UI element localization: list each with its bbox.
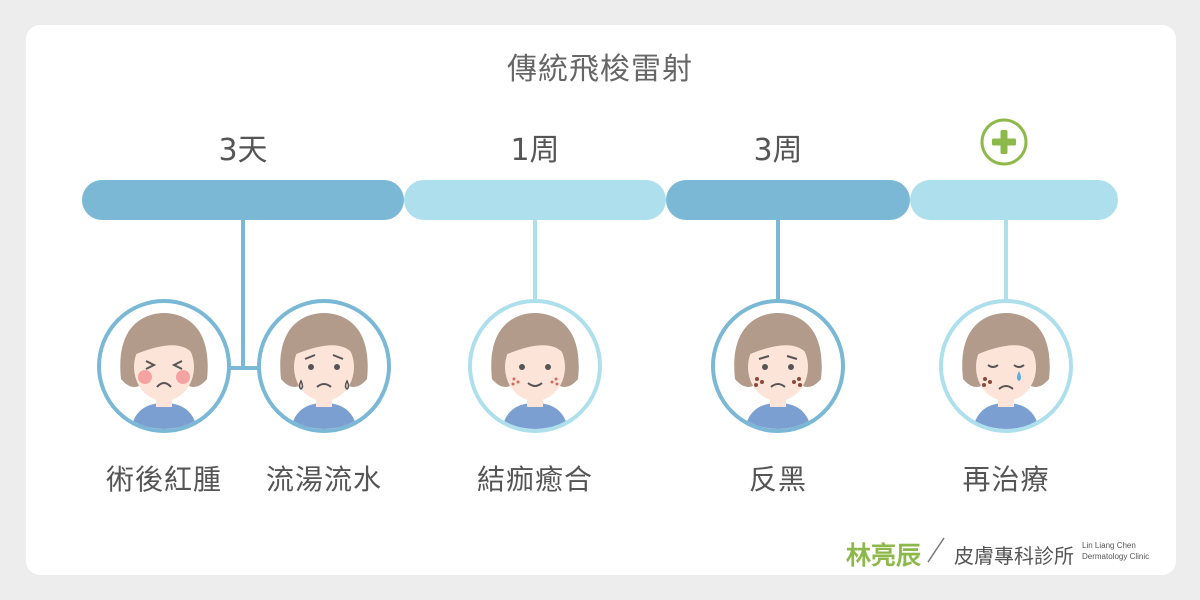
outcome-label-swelling: 術後紅腫 — [105, 463, 222, 496]
face-crying-avatar — [939, 299, 1073, 433]
timeline-segment-1 — [82, 180, 404, 220]
clinic-english-line-1: Lin Liang Chen — [1082, 541, 1136, 550]
connector-line-2 — [533, 220, 537, 300]
outcome-label-darkening: 反黑 — [748, 463, 807, 496]
plus-icon — [980, 118, 1028, 166]
connector-line-3 — [776, 220, 780, 300]
card-background — [26, 25, 1176, 575]
connector-line-1 — [241, 220, 245, 370]
face-darkening-avatar — [711, 299, 845, 433]
clinic-name: 皮膚專科診所 — [954, 544, 1074, 568]
clinic-english-name: Lin Liang Chen Dermatology Clinic — [1082, 540, 1149, 562]
diagram-title: 傳統飛梭雷射 — [507, 52, 693, 87]
stage-label-3-weeks: 3周 — [753, 133, 803, 168]
brand-name: 林亮辰 — [846, 541, 922, 570]
stage-label-3-days: 3天 — [218, 133, 268, 168]
clinic-english-line-2: Dermatology Clinic — [1082, 552, 1150, 561]
timeline-segment-2 — [404, 180, 666, 220]
face-healing-avatar — [468, 299, 602, 433]
face-swelling-avatar — [97, 299, 231, 433]
outcome-label-retreatment: 再治療 — [962, 463, 1050, 496]
connector-branch-1 — [200, 366, 310, 370]
stage-label-1-week: 1周 — [510, 133, 560, 168]
face-oozing-avatar — [257, 299, 391, 433]
timeline-segment-3 — [666, 180, 910, 220]
outcome-label-healing: 結痂癒合 — [476, 463, 593, 496]
connector-line-4 — [1004, 220, 1008, 300]
outcome-label-oozing: 流湯流水 — [265, 463, 382, 496]
timeline-segment-4 — [910, 180, 1118, 220]
slash-divider — [926, 534, 946, 564]
